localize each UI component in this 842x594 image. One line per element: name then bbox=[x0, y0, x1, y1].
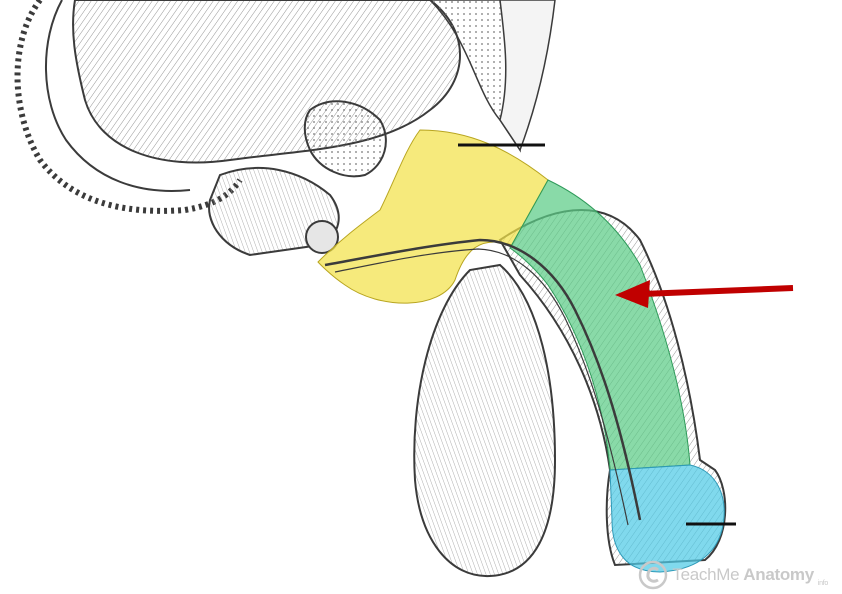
urethra-path bbox=[324, 238, 642, 521]
watermark-brand-bold: Anatomy bbox=[743, 565, 814, 584]
glans-region bbox=[609, 464, 725, 573]
body-wall-inner bbox=[44, 0, 191, 192]
pubic-bone bbox=[303, 100, 387, 178]
bladder-shape bbox=[72, 0, 461, 164]
watermark-suffix: info bbox=[817, 580, 828, 587]
scrotum bbox=[413, 263, 557, 578]
copyright-logo-icon bbox=[639, 560, 668, 590]
urethra-path-inner bbox=[334, 248, 629, 526]
bulb-section bbox=[305, 220, 339, 254]
watermark-brand-regular: TeachMe bbox=[672, 565, 740, 584]
abdominal-wall bbox=[499, 0, 556, 152]
red-arrow bbox=[615, 280, 794, 308]
prostatic-region bbox=[317, 129, 549, 304]
